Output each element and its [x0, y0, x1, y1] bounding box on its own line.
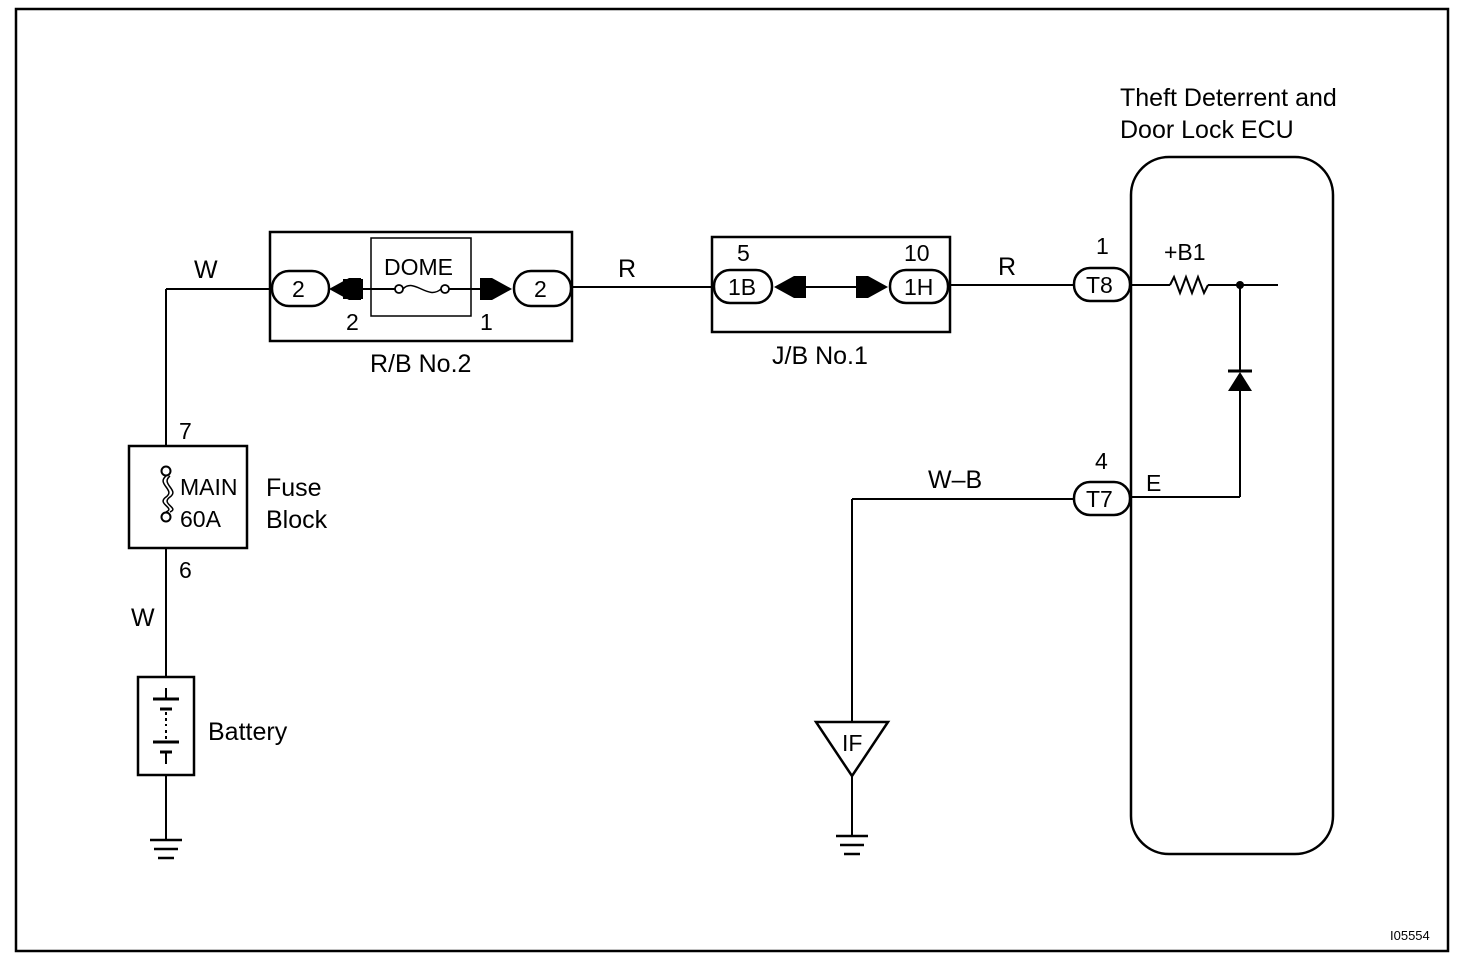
- junction-pin-right: 10: [904, 240, 930, 266]
- dome-fuse-label: DOME: [384, 254, 453, 280]
- ecu-pin-top: 1: [1096, 233, 1109, 259]
- junction-pin-left: 5: [737, 240, 750, 266]
- ecu-terminal-bottom: E: [1146, 470, 1161, 496]
- battery-label: Battery: [208, 718, 288, 746]
- fuse-block: [127, 444, 249, 550]
- wire-color-ground: W–B: [928, 466, 982, 494]
- fuse-pin-bottom: 6: [179, 557, 192, 583]
- wire-color-rb-to-jb: R: [618, 255, 636, 283]
- wire-color-fuse-to-rb: W: [194, 256, 218, 284]
- wires: [165, 284, 1074, 840]
- ecu-label-line1: Theft Deterrent and: [1120, 84, 1337, 112]
- ecu-connector-bottom: T7: [1086, 486, 1113, 512]
- relay-pin-right: 1: [480, 309, 493, 335]
- ground-point-if: [813, 720, 891, 779]
- relay-connector-left: 2: [292, 276, 305, 302]
- ground-if-icon: [836, 834, 868, 856]
- wire-color-battery-to-fuse: W: [131, 604, 155, 632]
- junction-connector-left: 1B: [728, 274, 756, 300]
- battery: [136, 675, 196, 777]
- relay-block-label: R/B No.2: [370, 350, 471, 378]
- fuse-block-label-line1: Fuse: [266, 474, 322, 502]
- figure-id: I05554: [1390, 928, 1430, 943]
- battery-ground-icon: [150, 838, 182, 860]
- fuse-rating: 60A: [180, 506, 222, 532]
- relay-connector-right: 2: [534, 276, 547, 302]
- ecu-label-line2: Door Lock ECU: [1120, 116, 1294, 144]
- ecu-terminal-top: +B1: [1164, 239, 1206, 265]
- ground-point-label: IF: [842, 730, 862, 756]
- fuse-block-label-line2: Block: [266, 506, 328, 534]
- diagram-frame: [14, 7, 1450, 953]
- relay-block: [268, 230, 574, 343]
- ecu-connector-top: T8: [1086, 272, 1113, 298]
- fuse-name: MAIN: [180, 474, 238, 500]
- ecu-body: [1072, 155, 1335, 856]
- fuse-pin-top: 7: [179, 418, 192, 444]
- relay-pin-left: 2: [346, 309, 359, 335]
- junction-block-label: J/B No.1: [772, 342, 868, 370]
- wire-color-jb-to-ecu: R: [998, 253, 1016, 281]
- junction-connector-right: 1H: [904, 274, 933, 300]
- ecu-pin-bottom: 4: [1095, 448, 1108, 474]
- junction-block: [710, 235, 952, 334]
